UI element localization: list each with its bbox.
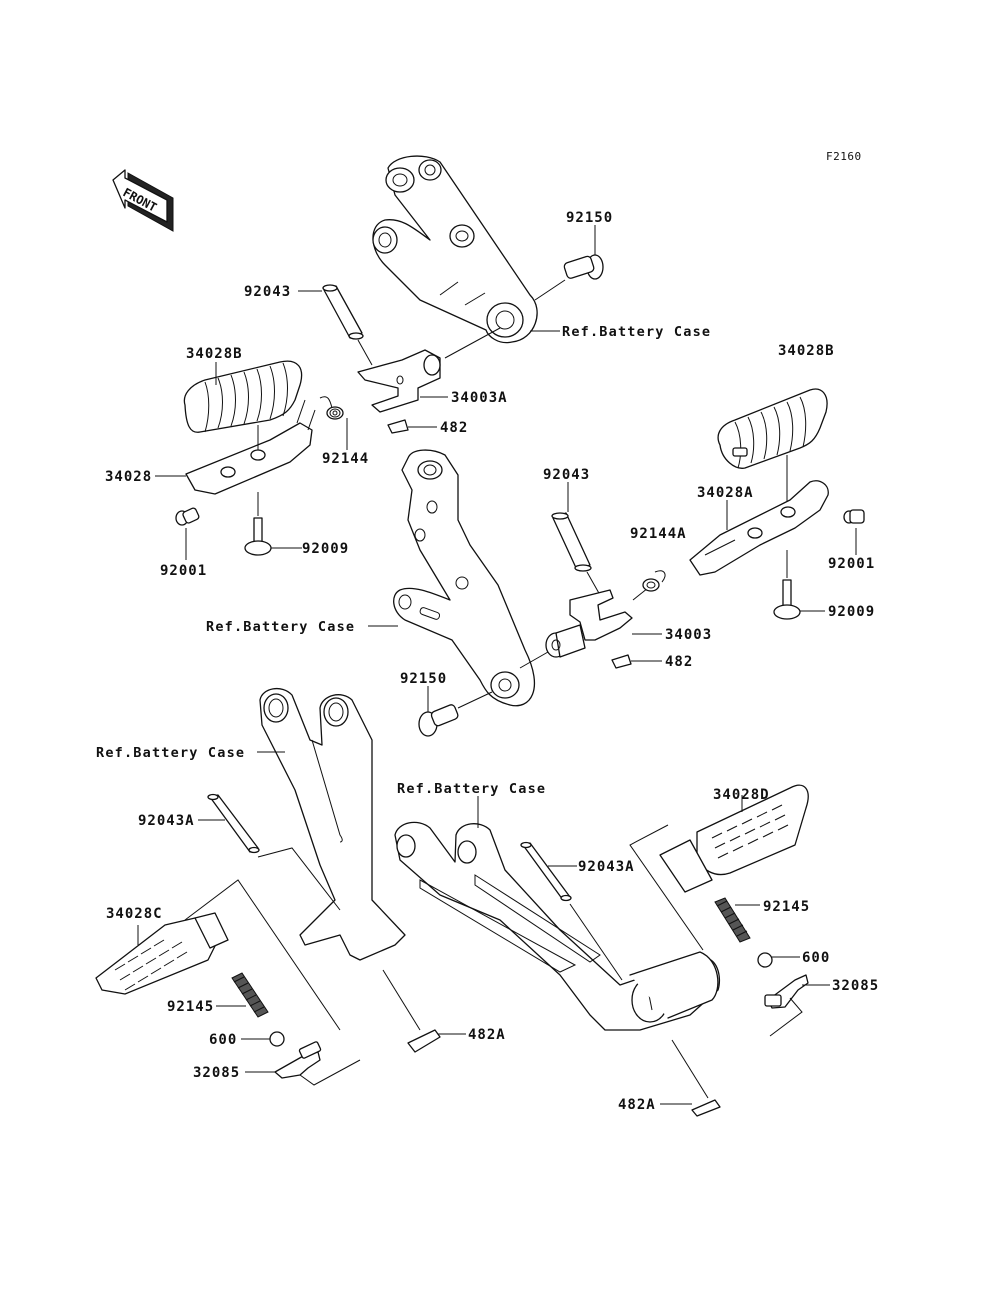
label-600-left: 600 — [209, 1032, 237, 1048]
clip-482-top — [387, 419, 409, 434]
label-92043-mid: 92043 — [543, 467, 590, 483]
bolt-92001-left — [175, 507, 200, 526]
label-ref-battery-case-lower-right: Ref.Battery Case — [397, 781, 546, 797]
lower-left-bracket — [259, 687, 406, 961]
bolt-92009-left — [244, 517, 272, 556]
label-482-mid: 482 — [665, 654, 693, 670]
label-92043A-left: 92043A — [138, 813, 195, 829]
ball-600-left — [269, 1031, 285, 1047]
label-92001-right: 92001 — [828, 556, 875, 572]
label-32085-right: 32085 — [832, 978, 879, 994]
label-92150-top: 92150 — [566, 210, 613, 226]
label-92043-top: 92043 — [244, 284, 291, 300]
detent-32085-left — [274, 1041, 322, 1079]
label-92144: 92144 — [322, 451, 369, 467]
label-32085-left: 32085 — [193, 1065, 240, 1081]
clip-482-mid — [611, 654, 632, 669]
footpeg-holder-34003 — [545, 589, 633, 658]
label-ref-battery-case-lower-left: Ref.Battery Case — [96, 745, 245, 761]
label-92144A: 92144A — [630, 526, 687, 542]
label-92043A-right: 92043A — [578, 859, 635, 875]
detent-32085-right — [764, 974, 809, 1009]
label-92150-mid: 92150 — [400, 671, 447, 687]
label-34003A: 34003A — [451, 390, 508, 406]
label-ref-battery-case-mid: Ref.Battery Case — [206, 619, 355, 635]
label-34028D: 34028D — [713, 787, 770, 803]
label-34028A: 34028A — [697, 485, 754, 501]
clip-482A-left — [407, 1029, 441, 1053]
pin-92043A-left — [207, 793, 260, 854]
footpeg-34028D — [659, 784, 809, 893]
label-92001-left: 92001 — [160, 563, 207, 579]
footpeg-rubber-34028B-right — [717, 388, 828, 469]
front-arrow-icon: FRONT — [112, 169, 174, 232]
label-34028-left: 34028 — [105, 469, 152, 485]
label-482A-right: 482A — [618, 1097, 656, 1113]
label-92009-right: 92009 — [828, 604, 875, 620]
label-34028B-left: 34028B — [186, 346, 243, 362]
lower-right-bracket — [394, 821, 721, 1031]
pin-92043-top — [322, 284, 364, 340]
spring-92144A — [632, 570, 666, 601]
label-92145-left: 92145 — [167, 999, 214, 1015]
footpeg-rubber-34028B-left — [183, 360, 303, 433]
bolt-92150-mid — [418, 704, 459, 737]
label-92145-right: 92145 — [763, 899, 810, 915]
footpeg-34028C — [95, 912, 229, 995]
label-34028B-right: 34028B — [778, 343, 835, 359]
footpeg-34028A-right — [689, 480, 829, 576]
label-92009-left: 92009 — [302, 541, 349, 557]
label-482-top: 482 — [440, 420, 468, 436]
label-34028C: 34028C — [106, 906, 163, 922]
figure-code: F2160 — [826, 150, 862, 163]
footpeg-34028-left — [185, 399, 316, 495]
bolt-92001-right — [843, 509, 865, 524]
middle-bracket — [393, 449, 536, 707]
label-600-right: 600 — [802, 950, 830, 966]
label-482A-left: 482A — [468, 1027, 506, 1043]
label-34003: 34003 — [665, 627, 712, 643]
pin-92043-mid — [551, 512, 592, 572]
bolt-92150-top — [563, 254, 604, 280]
label-ref-battery-case-top: Ref.Battery Case — [562, 324, 711, 340]
clip-482A-right — [691, 1099, 721, 1117]
pin-92043A-right — [520, 841, 572, 902]
spring-92144 — [319, 396, 344, 420]
footpeg-holder-34003A — [357, 349, 441, 413]
spring-92145-left — [231, 972, 269, 1018]
spring-92145-right — [714, 897, 751, 943]
bolt-92009-right — [773, 579, 801, 620]
ball-600-right — [757, 952, 773, 968]
upper-bracket — [372, 155, 538, 344]
